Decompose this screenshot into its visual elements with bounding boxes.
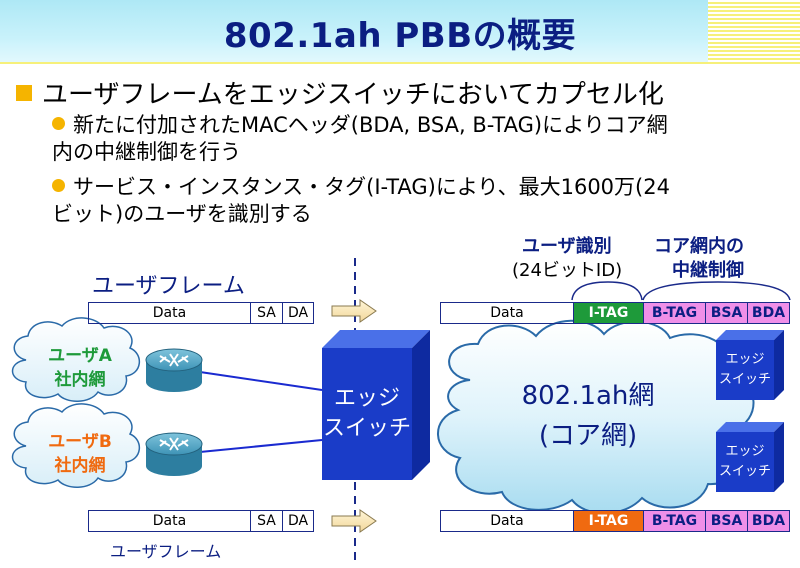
frame-cell-bsa: BSA [706, 511, 748, 531]
remote-switch-2-line2: スイッチ [718, 464, 771, 479]
remote-switch-2-line1: エッジ [725, 444, 765, 459]
core-network-desc: (コア網) [538, 421, 638, 451]
core-relay-label: コア網内の [654, 236, 744, 257]
user-frame-bottom: Data SA DA [88, 510, 314, 532]
encapsulated-frame-top: Data I-TAG B-TAG BSA BDA [440, 302, 790, 324]
frame-cell-bda: BDA [748, 511, 789, 531]
user-a-cloud [11, 317, 140, 402]
remote-switch-1-line1: エッジ [725, 352, 765, 367]
remote-switch-1-label: エッジ スイッチ [716, 350, 774, 390]
encapsulated-frame-bottom: Data I-TAG B-TAG BSA BDA [440, 510, 790, 532]
round-bullet-icon [52, 117, 65, 130]
edge-switch-line2: スイッチ [322, 416, 411, 441]
frame-cell-data: Data [441, 511, 574, 531]
frame-cell-sa: SA [251, 511, 283, 531]
core-network-label: 802.1ah網 (コア網) [488, 376, 688, 456]
user-b-network: 社内網 [54, 456, 106, 476]
user-a-name: ユーザA [48, 346, 112, 366]
right-arrow-icon [331, 299, 377, 323]
user-frame-label-bottom: ユーザフレーム [110, 542, 222, 561]
itag-brace [571, 281, 643, 301]
sub-bullet-1-line2: 内の中継制御を行う [52, 140, 241, 164]
user-frame-label-top: ユーザフレーム [92, 274, 245, 299]
frame-cell-itag: I-TAG [574, 511, 644, 531]
frame-cell-da: DA [287, 513, 309, 529]
frame-cell-itag: I-TAG [574, 303, 644, 323]
frame-cell-data: Data [89, 511, 251, 531]
link-user-b [199, 439, 323, 453]
core-network-name: 802.1ah網 [521, 381, 655, 411]
frame-cell-btag: B-TAG [644, 511, 706, 531]
router-icon [145, 348, 203, 392]
sub-bullet-2-line2: ビット)のユーザを識別する [52, 202, 312, 226]
round-bullet-icon [52, 179, 65, 192]
title-bar [0, 0, 800, 64]
remote-edge-switch-1 [716, 330, 784, 400]
frame-cell-bsa: BSA [706, 303, 748, 323]
right-arrow-icon [331, 509, 377, 533]
user-b-cloud [11, 403, 140, 488]
remote-switch-1-line2: スイッチ [718, 372, 771, 387]
remote-edge-switch-2 [716, 422, 784, 492]
title-underline [0, 62, 800, 64]
edge-switch-label: エッジ スイッチ [322, 384, 412, 444]
frame-cell-sa: SA [251, 303, 283, 323]
user-id-bits-label: (24ビットID) [512, 260, 623, 281]
user-frame-top: Data SA DA [88, 302, 314, 324]
user-a-label: ユーザA 社内網 [30, 344, 130, 392]
title-decoration [708, 0, 800, 64]
router-icon [145, 432, 203, 476]
sub-bullet-1: 新たに付加されたMACヘッダ(BDA, BSA, B-TAG)によりコア網 内の… [52, 112, 792, 166]
user-b-label: ユーザB 社内網 [30, 430, 130, 478]
core-brace [642, 281, 791, 301]
user-b-name: ユーザB [48, 432, 112, 452]
frame-cell-da: DA [287, 305, 309, 321]
link-user-a [199, 371, 323, 391]
frame-cell-data: Data [89, 303, 251, 323]
user-id-label: ユーザ識別 [522, 236, 612, 257]
sub-bullet-2: サービス・インスタンス・タグ(I-TAG)により、最大1600万(24 ビット)… [52, 174, 792, 228]
square-bullet-icon [16, 85, 32, 101]
user-a-network: 社内網 [54, 370, 106, 390]
frame-cell-btag: B-TAG [644, 303, 706, 323]
frame-cell-bda: BDA [748, 303, 789, 323]
slide-title: 802.1ah PBBの概要 [223, 16, 577, 56]
main-bullet: ユーザフレームをエッジスイッチにおいてカプセル化 [16, 74, 664, 111]
remote-switch-2-label: エッジ スイッチ [716, 442, 774, 482]
core-relay-label-2: 中継制御 [672, 260, 744, 281]
sub-bullet-2-line1: サービス・インスタンス・タグ(I-TAG)により、最大1600万(24 [73, 175, 670, 199]
sub-bullet-1-line1: 新たに付加されたMACヘッダ(BDA, BSA, B-TAG)によりコア網 [73, 113, 668, 137]
edge-switch-box [322, 330, 430, 480]
main-bullet-text: ユーザフレームをエッジスイッチにおいてカプセル化 [42, 80, 664, 110]
edge-switch-line1: エッジ [333, 386, 400, 411]
frame-cell-data: Data [441, 303, 574, 323]
